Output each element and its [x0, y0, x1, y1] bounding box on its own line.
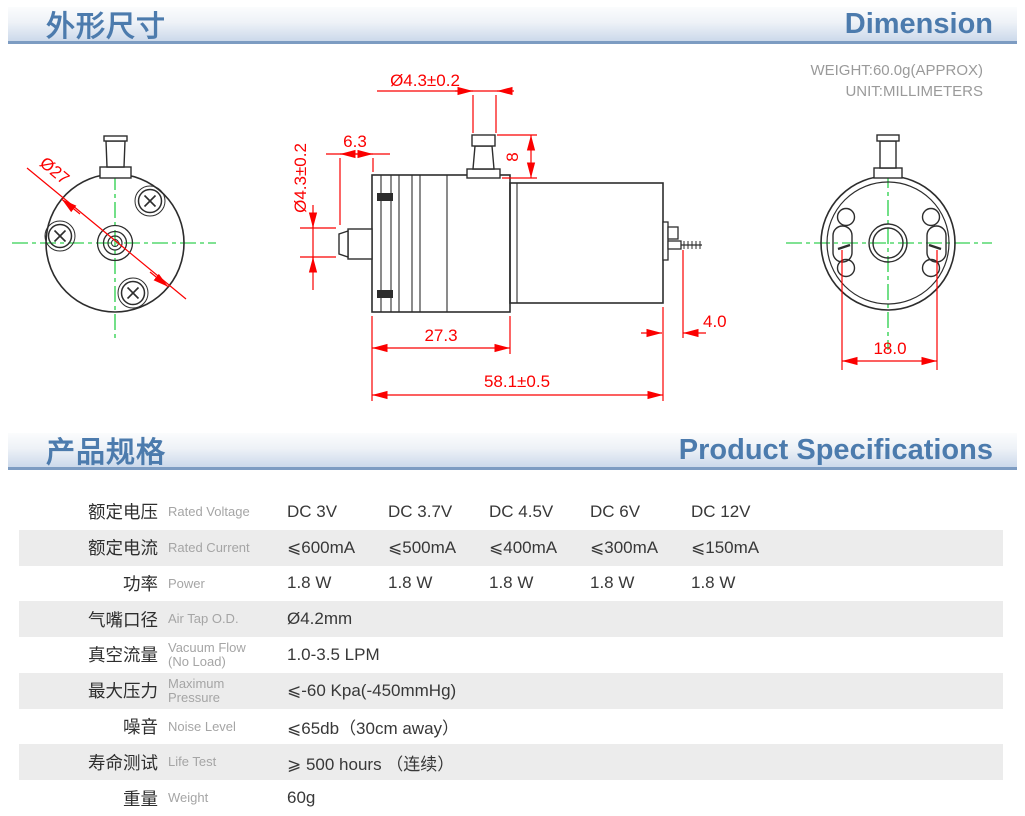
front-view-drawing: Ø27: [12, 135, 216, 340]
spec-value: 1.8 W: [388, 573, 433, 593]
spec-label-en-line: Rated Voltage: [168, 504, 250, 520]
spec-values: 60g: [287, 788, 315, 808]
spec-value: DC 3.7V: [388, 501, 453, 521]
dim-front-diameter: [26, 167, 187, 300]
spec-title-en: Product Specifications: [678, 433, 993, 466]
spec-label-zh: 额定电压: [88, 502, 158, 523]
spec-row: 功率 Power 1.8 W 1.8 W 1.8 W 1.8 W 1.8 W: [19, 565, 1003, 602]
spec-value: ⩽300mA: [590, 537, 659, 557]
spec-label-en-line: Life Test: [168, 754, 217, 770]
spec-value: 1.0-3.5 LPM: [287, 644, 380, 664]
spec-row: 寿命测试 Life Test ⩾ 500 hours （连续）: [19, 744, 1003, 781]
dim-pump-head-length-label: 27.3: [424, 326, 457, 345]
spec-label-en: Air Tap O.D.: [168, 612, 287, 626]
dim-side-nozzle-od-label: Ø4.3±0.2: [291, 143, 310, 213]
spec-value: ⩽65db（30cm away）: [287, 718, 460, 738]
spec-value: ⩽400mA: [489, 537, 558, 557]
spec-label-zh: 噪音: [123, 716, 158, 737]
spec-label-zh: 气嘴口径: [88, 609, 158, 630]
dim-terminal-length-label: 4.0: [703, 312, 727, 331]
drawing-notes: WEIGHT:60.0g(APPROX) UNIT:MILLIMETERS: [810, 60, 983, 102]
spec-values: DC 3V DC 3.7V DC 4.5V DC 6V DC 12V: [287, 502, 792, 522]
spec-label-en: Life Test: [168, 755, 287, 769]
spec-value: 1.8 W: [590, 573, 635, 593]
side-view-dimensions: [300, 86, 706, 401]
spec-label-en-line: Noise Level: [168, 718, 236, 734]
spec-row: 气嘴口径 Air Tap O.D. Ø4.2mm: [19, 601, 1003, 638]
dim-mount-pitch-label: 18.0: [873, 339, 906, 358]
spec-label-zh: 重量: [123, 788, 158, 809]
spec-value: ⩽-60 Kpa(-450mmHg): [287, 680, 457, 700]
spec-row: 额定电流 Rated Current ⩽600mA ⩽500mA ⩽400mA ⩽300m…: [19, 529, 1003, 566]
spec-value: DC 4.5V: [489, 501, 554, 521]
spec-value: DC 6V: [590, 501, 641, 521]
spec-section-header: 产品规格 Product Specifications: [8, 433, 1017, 470]
spec-label-en: Rated Voltage: [168, 505, 287, 519]
spec-row: 噪音 Noise Level ⩽65db（30cm away）: [19, 708, 1003, 745]
dim-nozzle-length-label: 6.3: [343, 132, 367, 151]
spec-label-en-line: Rated Current: [168, 539, 250, 555]
spec-label-zh: 最大压力: [88, 681, 158, 702]
spec-label-zh: 寿命测试: [88, 752, 158, 773]
spec-values: ⩽600mA ⩽500mA ⩽400mA ⩽300mA ⩽150mA: [287, 538, 792, 558]
spec-label-en: Vacuum Flow(No Load): [168, 641, 287, 668]
spec-values: ⩾ 500 hours （连续）: [287, 750, 454, 775]
spec-label-en-line: Weight: [168, 790, 209, 806]
spec-title-zh: 产品规格: [46, 437, 167, 469]
spec-label-en-line: Power: [168, 575, 205, 591]
rear-view-drawing: 18.0: [786, 134, 992, 370]
spec-value: Ø4.2mm: [287, 609, 353, 629]
spec-label-en-line: Pressure: [168, 689, 221, 705]
spec-table: 额定电压 Rated Voltage DC 3V DC 3.7V DC 4.5V DC 6…: [19, 494, 1003, 816]
dim-top-nozzle-od-label: Ø4.3±0.2: [390, 71, 460, 90]
side-view-drawing: Ø4.3±0.2 8 6.3 Ø4.3±0.2 27.3 58.1±0.5 4.…: [291, 71, 727, 401]
dimension-title-zh: 外形尺寸: [46, 11, 167, 43]
spec-value: DC 3V: [287, 501, 338, 521]
dim-mount-pitch: [841, 250, 938, 370]
spec-value: ⩽500mA: [388, 537, 457, 557]
spec-label-en: Power: [168, 577, 287, 591]
spec-value: ⩾ 500 hours （连续）: [287, 754, 455, 774]
weight-note: WEIGHT:60.0g(APPROX): [810, 62, 983, 79]
spec-label-en-line: (No Load): [168, 653, 226, 669]
dim-top-nozzle-height-label: 8: [503, 152, 522, 161]
spec-label-en-line: Air Tap O.D.: [168, 611, 239, 627]
spec-value: ⩽150mA: [691, 537, 760, 557]
spec-label-en: Rated Current: [168, 541, 287, 555]
spec-label-zh: 功率: [123, 573, 158, 594]
spec-row: 重量 Weight 60g: [19, 780, 1003, 816]
front-screws: [44, 185, 166, 309]
spec-label-en-line: Maximum: [168, 676, 225, 692]
spec-values: Ø4.2mm: [287, 609, 352, 629]
dimension-title-en: Dimension: [844, 7, 993, 40]
spec-values: ⩽65db（30cm away）: [287, 714, 459, 739]
dim-overall-length-label: 58.1±0.5: [484, 372, 550, 391]
spec-value: 1.8 W: [489, 573, 534, 593]
spec-label-en: Noise Level: [168, 720, 287, 734]
dim-front-diameter-label: Ø27: [36, 153, 73, 188]
spec-label-zh: 真空流量: [88, 645, 158, 666]
spec-value: 60g: [287, 788, 316, 807]
spec-row: 额定电压 Rated Voltage DC 3V DC 3.7V DC 4.5V DC 6…: [19, 494, 1003, 530]
dimension-section-header: 外形尺寸 Dimension: [8, 7, 1017, 44]
spec-values: ⩽-60 Kpa(-450mmHg): [287, 681, 456, 701]
spec-value: ⩽600mA: [287, 537, 356, 557]
spec-values: 1.8 W 1.8 W 1.8 W 1.8 W 1.8 W: [287, 573, 792, 593]
spec-value: 1.8 W: [287, 573, 332, 593]
spec-label-en: Weight: [168, 791, 287, 805]
spec-value: DC 12V: [691, 501, 751, 521]
unit-note: UNIT:MILLIMETERS: [845, 83, 983, 100]
spec-label-zh: 额定电流: [88, 538, 158, 559]
spec-value: 1.8 W: [691, 573, 736, 593]
spec-label-en-line: Vacuum Flow: [168, 640, 246, 656]
spec-values: 1.0-3.5 LPM: [287, 645, 380, 665]
